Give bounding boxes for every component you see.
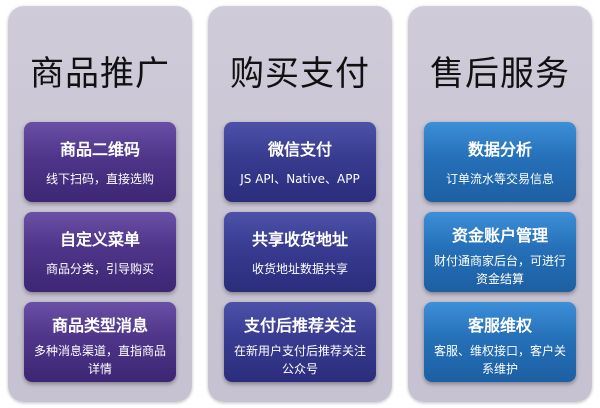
column-after-sales: 售后服务 数据分析 订单流水等交易信息 资金账户管理 财付通商家后台，可进行资金… — [408, 6, 592, 402]
card-follow-recommend: 支付后推荐关注 在新用户支付后推荐关注公众号 — [224, 302, 376, 382]
card-title: 商品二维码 — [59, 140, 140, 159]
card-wechat-pay: 微信支付 JS API、Native、APP — [224, 122, 376, 202]
card-title: 支付后推荐关注 — [243, 316, 356, 335]
card-title: 商品类型消息 — [51, 316, 148, 335]
card-description: JS API、Native、APP — [240, 172, 360, 186]
card-description: 商品分类，引导购买 — [45, 262, 154, 276]
card-product-qrcode: 商品二维码 线下扫码，直接选购 — [24, 122, 176, 202]
card-title: 共享收货地址 — [251, 230, 348, 249]
card-description: 财付通商家后台，可进行资金结算 — [433, 254, 566, 286]
card-description: 在新用户支付后推荐关注公众号 — [233, 344, 366, 376]
column-title: 购买支付 — [230, 54, 370, 94]
card-description: 订单流水等交易信息 — [445, 172, 554, 186]
column-title: 商品推广 — [30, 54, 170, 94]
column-title: 售后服务 — [430, 54, 570, 94]
card-title: 微信支付 — [267, 140, 332, 159]
card-description: 收货地址数据共享 — [251, 262, 348, 276]
card-customer-service: 客服维权 客服、维权接口，客户关系维护 — [424, 302, 576, 382]
card-shared-address: 共享收货地址 收货地址数据共享 — [224, 212, 376, 292]
card-description: 客服、维权接口，客户关系维护 — [433, 344, 566, 376]
card-title: 数据分析 — [467, 140, 532, 159]
card-description: 多种消息渠道，直指商品详情 — [33, 344, 166, 376]
card-title: 客服维权 — [467, 316, 532, 335]
card-description: 线下扫码，直接选购 — [45, 172, 154, 186]
card-fund-account: 资金账户管理 财付通商家后台，可进行资金结算 — [424, 212, 576, 292]
card-custom-menu: 自定义菜单 商品分类，引导购买 — [24, 212, 176, 292]
card-title: 资金账户管理 — [451, 226, 548, 245]
card-product-message: 商品类型消息 多种消息渠道，直指商品详情 — [24, 302, 176, 382]
card-data-analysis: 数据分析 订单流水等交易信息 — [424, 122, 576, 202]
card-title: 自定义菜单 — [59, 230, 140, 249]
column-payment: 购买支付 微信支付 JS API、Native、APP 共享收货地址 收货地址数… — [208, 6, 392, 402]
column-promotion: 商品推广 商品二维码 线下扫码，直接选购 自定义菜单 商品分类，引导购买 商品类… — [8, 6, 192, 402]
